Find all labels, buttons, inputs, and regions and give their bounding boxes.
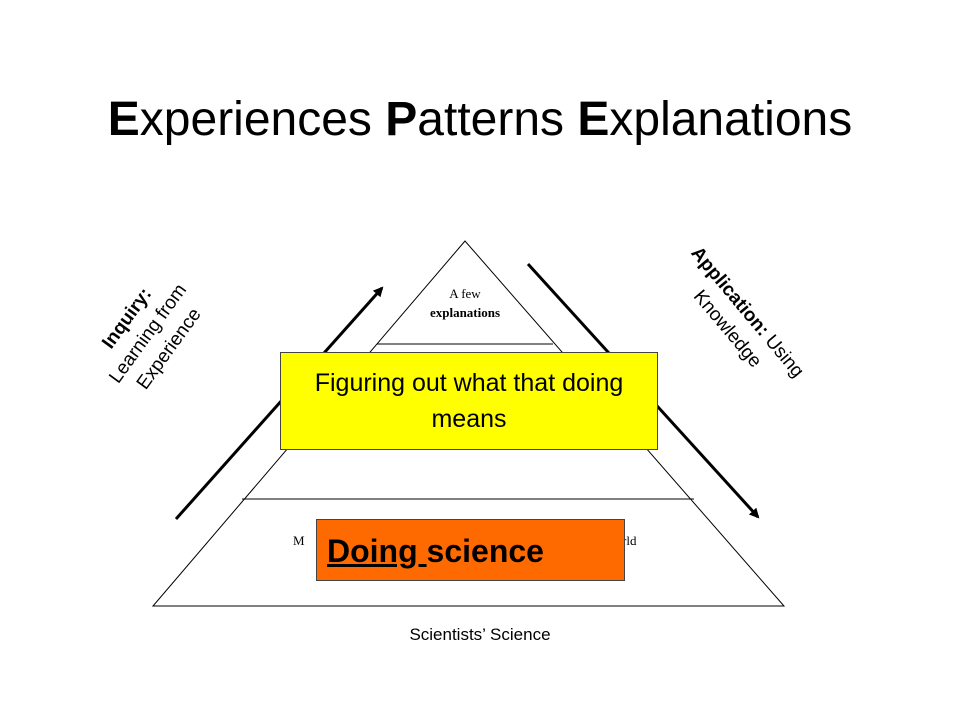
- pyramid-bottom-right-fragment: rld: [622, 533, 637, 548]
- figuring-out-box: Figuring out what that doing means: [280, 352, 658, 450]
- title-letter-e1: E: [107, 93, 140, 146]
- title-letter-e2: E: [577, 93, 610, 146]
- inquiry-arrow: [174, 286, 384, 520]
- scientists-science-caption: Scientists’ Science: [409, 625, 551, 644]
- slide-title: Experiences Patterns Explanations: [0, 92, 960, 147]
- pyramid-top-line1: A few: [449, 286, 481, 301]
- science-word: science: [426, 533, 544, 569]
- doing-science-box: Doing science: [316, 519, 625, 581]
- title-letter-p: P: [385, 93, 418, 146]
- pyramid-bottom-left-fragment: M: [293, 533, 305, 548]
- title-word-explanations: xplanations: [609, 93, 853, 146]
- title-word-experiences: xperiences: [139, 93, 386, 146]
- doing-word: Doing: [327, 533, 427, 569]
- pyramid-top-label: A few explanations: [400, 284, 530, 322]
- title-word-patterns: atterns: [417, 93, 578, 146]
- pyramid-top-line2: explanations: [429, 305, 501, 320]
- figuring-out-text: Figuring out what that doing means: [314, 369, 624, 433]
